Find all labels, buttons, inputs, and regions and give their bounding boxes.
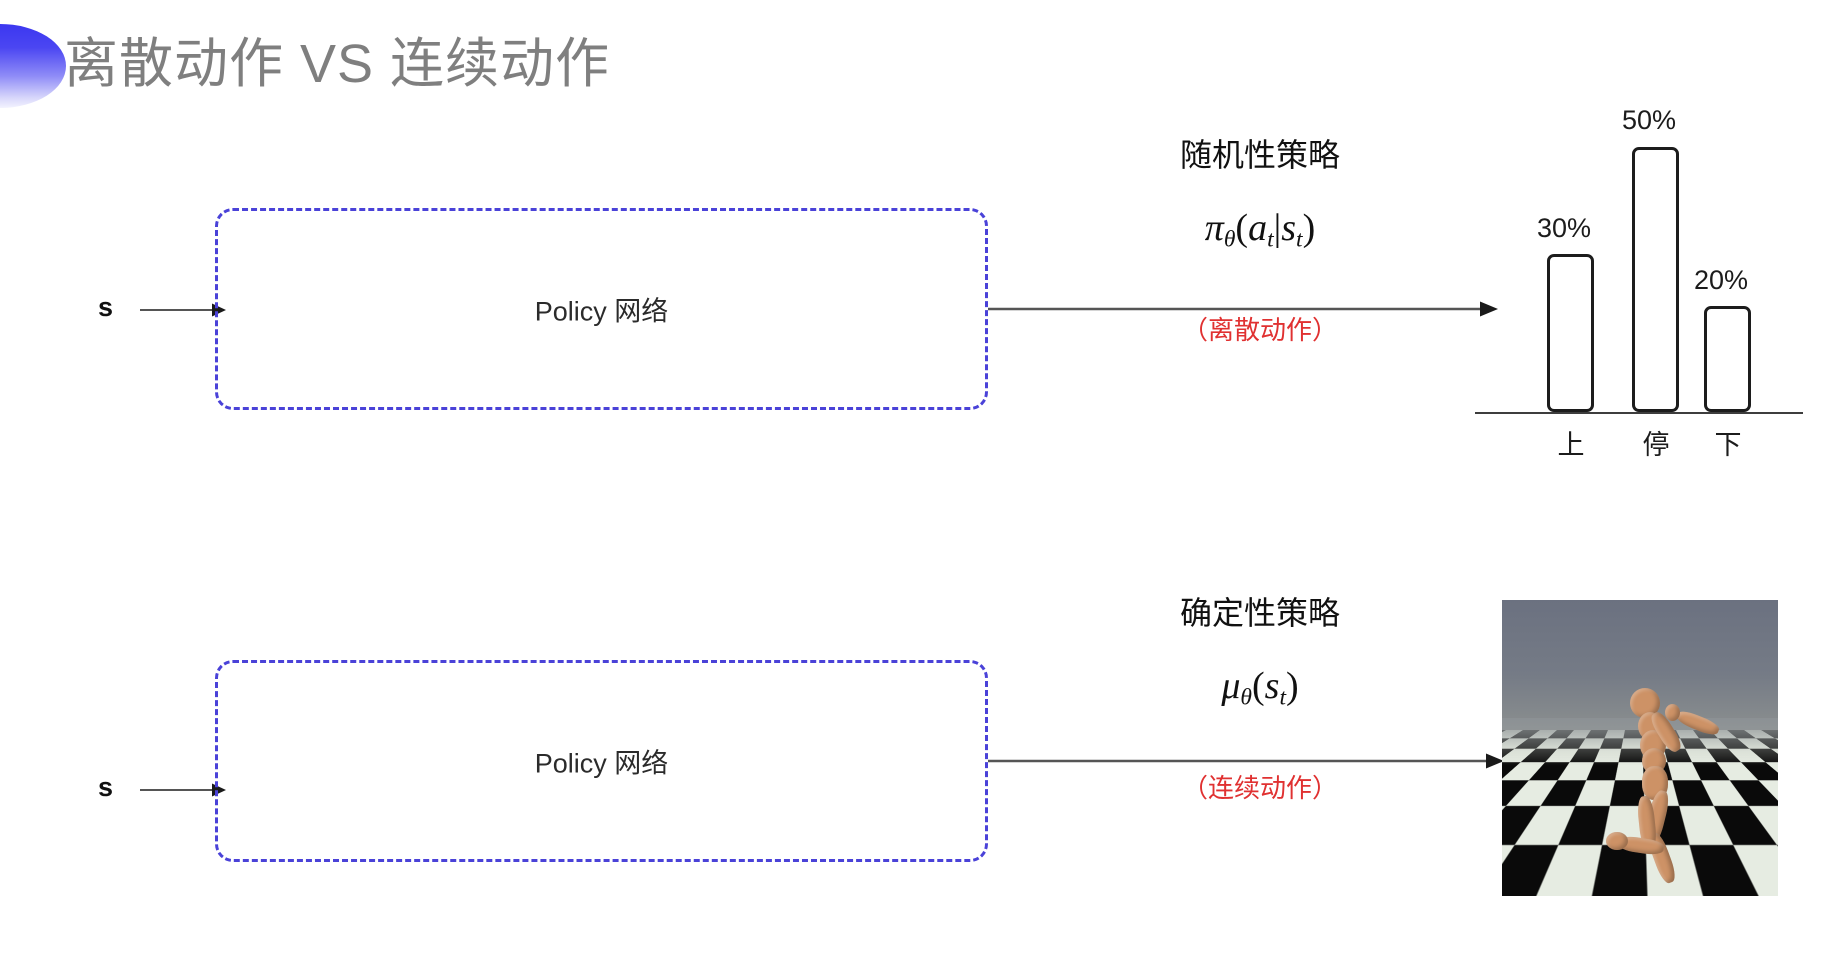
policy-type-label-continuous: 确定性策略 [1179, 595, 1340, 631]
policy-network-label-continuous: Policy 网络 [534, 748, 669, 779]
formula-function-subscript: θ [1223, 226, 1236, 253]
state-input-label-continuous: s [98, 772, 114, 802]
formula-arg1: s [1264, 665, 1280, 707]
bar-down [1704, 306, 1751, 412]
state-input-label-discrete: s [98, 292, 114, 322]
chart-baseline [1475, 412, 1803, 414]
formula-arg2-subscript: t [1296, 226, 1303, 253]
formula-open-paren: ( [1235, 207, 1249, 249]
policy-network-label-discrete: Policy 网络 [534, 296, 669, 327]
policy-network-box-discrete[interactable]: Policy 网络 [215, 208, 988, 410]
continuous-action-row: s Policy 网络 确定性策略 μθ(st) （连续动作） [0, 480, 1846, 966]
action-probability-bar-chart: 30% 上 50% 停 20% 下 [1475, 105, 1805, 460]
formula-conditional-bar: | [1273, 207, 1282, 249]
policy-type-label-discrete: 随机性策略 [1179, 137, 1340, 173]
bar-value-stop: 50% [1622, 105, 1677, 135]
humanoid-simulation-image [1502, 600, 1778, 896]
input-arrow-discrete [140, 303, 226, 317]
discrete-action-row: s Policy 网络 随机性策略 πθ(at|st) （离散动作） 30% 上 [98, 105, 1805, 460]
formula-close-paren: ) [1286, 665, 1299, 707]
formula-function-subscript: θ [1240, 684, 1252, 711]
policy-network-box-continuous[interactable]: Policy 网络 [215, 660, 988, 862]
half-circle-bullet-icon [0, 24, 66, 108]
formula-arg1-subscript: t [1279, 684, 1286, 711]
policy-formula-continuous: μθ(st) [1070, 664, 1450, 712]
output-arrow-discrete [988, 301, 1498, 317]
bar-value-up: 30% [1537, 213, 1592, 243]
bar-category-stop: 停 [1642, 430, 1670, 460]
formula-close-paren: ) [1302, 207, 1316, 249]
policy-description-continuous: 确定性策略 μθ(st) （连续动作） [1070, 588, 1450, 805]
formula-arg1-subscript: t [1267, 226, 1274, 253]
bar-stop [1632, 147, 1679, 412]
input-arrow-continuous [140, 783, 226, 797]
formula-function-symbol: μ [1221, 665, 1241, 707]
formula-open-paren: ( [1252, 665, 1265, 707]
output-arrow-continuous [988, 753, 1504, 769]
formula-function-symbol: π [1204, 207, 1224, 249]
policy-description-discrete: 随机性策略 πθ(at|st) （离散动作） [1070, 130, 1450, 347]
bar-category-down: 下 [1714, 430, 1742, 460]
formula-arg1: a [1248, 207, 1268, 249]
bar-up [1547, 254, 1594, 412]
formula-arg2: s [1281, 207, 1297, 249]
action-type-note-discrete: （离散动作） [1181, 314, 1338, 345]
page-title: 离散动作 VS 连续动作 [64, 34, 611, 94]
bar-value-down: 20% [1694, 265, 1749, 295]
action-type-note-continuous: （连续动作） [1181, 772, 1338, 803]
bar-category-up: 上 [1557, 430, 1585, 460]
policy-formula-discrete: πθ(at|st) [1070, 206, 1450, 254]
